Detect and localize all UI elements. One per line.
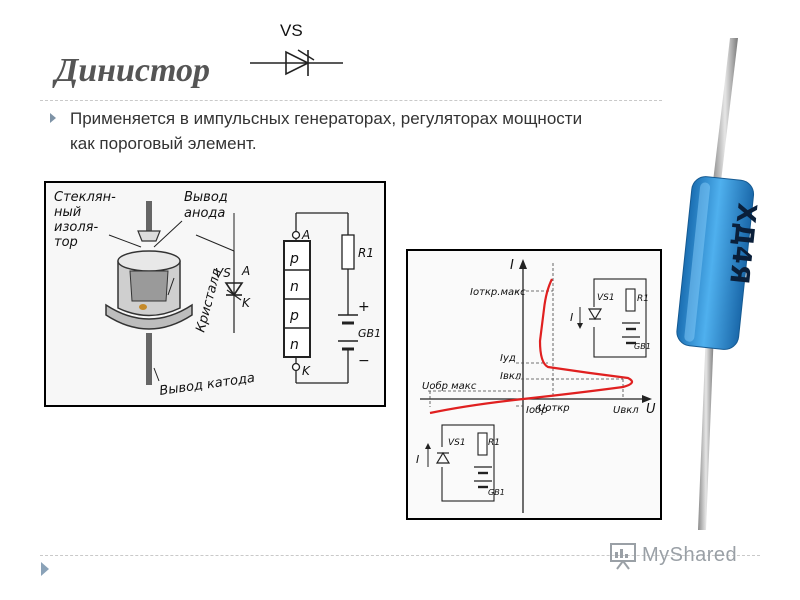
- dinistor-symbol: VS: [250, 21, 343, 76]
- inset-circuit-reverse: [425, 424, 495, 502]
- iv-axes: [420, 259, 652, 513]
- anode-a-label: A: [241, 264, 250, 278]
- pnpn-a-label: A: [301, 228, 310, 242]
- inset1-r1-label: R1: [637, 294, 649, 304]
- inset1-i-label: I: [570, 311, 573, 324]
- anode-lead-label-2: анода: [184, 206, 225, 221]
- layer-p1: p: [289, 251, 299, 267]
- plus-label: +: [358, 299, 370, 315]
- bullet-text: Применяется в импульсных генераторах, ре…: [70, 109, 583, 153]
- structure-figure: Стеклян- ный изоля- тор Вывод анода Крис…: [44, 181, 386, 407]
- device-drawing: [105, 201, 244, 385]
- layer-n2: n: [290, 337, 299, 353]
- minus-label: −: [358, 353, 370, 369]
- bullet-arrow-icon: [50, 113, 56, 123]
- r1-label: R1: [358, 246, 374, 260]
- u-axis-label: U: [646, 402, 656, 417]
- slide-title: Динистор: [55, 52, 211, 89]
- symbol-label: VS: [280, 21, 303, 40]
- bullet-item: Применяется в импульсных генераторах, ре…: [50, 106, 610, 156]
- inset2-vs1-label: VS1: [448, 438, 466, 448]
- gb1-label: GB1: [358, 327, 381, 340]
- i-open-max-label: Iоткр.макс: [470, 287, 526, 298]
- glass-insulator-label-2: ный: [54, 205, 81, 220]
- glass-insulator-label-1: Стеклян-: [54, 190, 116, 205]
- dinistor-photo: ХД4Я: [676, 38, 762, 530]
- title-divider: [40, 100, 662, 101]
- layer-n1: n: [290, 279, 299, 295]
- u-on-label: Uвкл: [613, 405, 639, 416]
- inset2-i-label: I: [416, 453, 419, 466]
- glass-insulator-label-4: тор: [54, 235, 78, 250]
- inset-circuit-forward: [577, 278, 647, 358]
- glass-insulator-label-3: изоля-: [54, 220, 98, 235]
- inset2-r1-label: R1: [488, 438, 500, 448]
- iv-curve: [429, 278, 634, 415]
- pnpn-k-label: K: [302, 364, 311, 378]
- presentation-board-icon: [610, 543, 636, 570]
- i-hold-label: Iуд: [500, 353, 516, 364]
- inset1-vs1-label: VS1: [597, 293, 615, 303]
- next-slide-arrow-icon[interactable]: [41, 562, 49, 576]
- footer-divider: [40, 555, 760, 556]
- inset2-gb1-label: GB1: [488, 488, 505, 497]
- myshared-logo: MyShared: [608, 540, 737, 570]
- pnpn-structure: [283, 212, 358, 384]
- logo-text: MyShared: [642, 543, 738, 566]
- i-on-label: Iвкл: [500, 371, 522, 382]
- i-axis-label: I: [510, 258, 514, 273]
- cathode-k-label: K: [242, 296, 251, 310]
- u-rev-max-label: Uобр макс: [422, 380, 477, 392]
- anode-lead-label-1: Вывод: [184, 190, 228, 205]
- vs-label: VS: [215, 266, 231, 280]
- u-open-label: Uоткр: [538, 403, 570, 414]
- layer-p2: p: [289, 308, 299, 324]
- i-rev-label: Iобр: [526, 404, 548, 416]
- iv-characteristic-figure: I U Iоткр.макс Iуд Iвкл Uобр макс Iобр U…: [406, 249, 662, 520]
- inset1-gb1-label: GB1: [634, 342, 651, 351]
